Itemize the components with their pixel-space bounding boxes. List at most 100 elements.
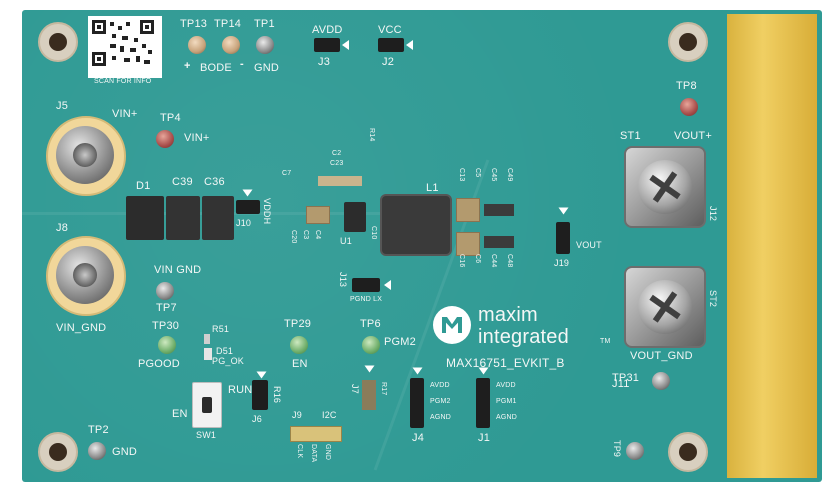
- label-l1: L1: [426, 182, 439, 194]
- label-tp4: TP4: [160, 112, 181, 124]
- test-point-tp29[interactable]: [290, 336, 308, 354]
- test-point-tp8[interactable]: [680, 98, 698, 116]
- test-point-tp2[interactable]: [88, 442, 106, 460]
- label-vin-plus-tp4: VIN+: [184, 132, 210, 144]
- test-point-tp1[interactable]: [256, 36, 274, 54]
- brand-line1: maxim: [478, 304, 538, 326]
- pin1-marker-icon: [242, 189, 253, 197]
- label-tp2: TP2: [88, 424, 109, 436]
- label-j2: J2: [382, 56, 395, 68]
- test-point-tp14[interactable]: [222, 36, 240, 54]
- header-j9[interactable]: [290, 426, 342, 442]
- test-point-tp7[interactable]: [156, 282, 174, 300]
- label-pgm2: PGM2: [384, 336, 416, 348]
- label-cap-c23: C23: [330, 160, 344, 167]
- header-j7[interactable]: [362, 380, 376, 410]
- label-cap-c45: C45: [490, 168, 497, 182]
- label-pgnd-lx: PGND LX: [350, 296, 383, 303]
- label-j5: J5: [56, 100, 69, 112]
- label-tp14: TP14: [214, 18, 242, 30]
- jumper-j10[interactable]: [236, 200, 260, 214]
- label-minus: -: [240, 58, 244, 70]
- brand-trademark: TM: [600, 338, 611, 345]
- pin1-marker-icon: [384, 280, 391, 290]
- header-j4[interactable]: [410, 378, 424, 428]
- label-r16: R16: [272, 386, 282, 404]
- inductor-l1: [380, 194, 452, 256]
- jumper-j13[interactable]: [352, 278, 380, 292]
- jumper-j19[interactable]: [556, 222, 570, 254]
- label-vddh: VDDH: [262, 198, 272, 225]
- maxim-logo-icon: [433, 306, 471, 344]
- label-j4-pin-pgm2: PGM2: [430, 398, 451, 405]
- slide-switch-sw1[interactable]: [192, 382, 222, 428]
- label-j12: J12: [708, 206, 718, 222]
- label-tp29: TP29: [284, 318, 312, 330]
- test-point-tp4[interactable]: [156, 130, 174, 148]
- board-model-label: MAX16751_EVKIT_B: [446, 356, 565, 370]
- switch-knob: [202, 397, 212, 413]
- brand-line2: integrated: [478, 326, 569, 348]
- label-j9-pin-gnd: GND: [324, 444, 331, 461]
- label-gnd-tp2: GND: [112, 446, 138, 458]
- label-j4: J4: [412, 432, 425, 444]
- label-vin-gnd-tp7: VIN GND: [154, 264, 202, 276]
- label-tp7: TP7: [156, 302, 177, 314]
- label-cap-c6: C6: [474, 254, 481, 264]
- label-j3: J3: [318, 56, 331, 68]
- label-j8: J8: [56, 222, 69, 234]
- label-bode: BODE: [200, 62, 232, 74]
- label-j19: J19: [554, 258, 570, 268]
- test-point-tp6[interactable]: [362, 336, 380, 354]
- smd-cap-array-top: [484, 204, 514, 216]
- mounting-hole-bottom-right: [668, 432, 708, 472]
- jumper-j2[interactable]: [378, 38, 404, 52]
- jumper-j3[interactable]: [314, 38, 340, 52]
- label-cap-c44: C44: [490, 254, 497, 268]
- gold-edge-connector: [727, 14, 817, 478]
- test-point-tp13[interactable]: [188, 36, 206, 54]
- header-j1[interactable]: [476, 378, 490, 428]
- label-st2: ST2: [708, 290, 718, 308]
- label-i2c: I2C: [322, 410, 337, 420]
- test-point-tp31[interactable]: [652, 372, 670, 390]
- label-j13: J13: [338, 272, 348, 288]
- label-cap-c2: C2: [332, 150, 342, 157]
- label-tp6: TP6: [360, 318, 381, 330]
- label-c39: C39: [172, 176, 193, 188]
- jumper-j6[interactable]: [252, 380, 268, 410]
- label-pg-ok: PG_OK: [212, 356, 245, 366]
- label-plus: +: [184, 60, 191, 72]
- label-st1: ST1: [620, 130, 641, 142]
- qr-code: [88, 16, 162, 78]
- banana-jack-j5[interactable]: [46, 116, 126, 196]
- label-cap-c3: C3: [302, 230, 309, 240]
- label-u1: U1: [340, 236, 352, 246]
- label-vout-gnd: VOUT_GND: [630, 350, 693, 362]
- ic-u1: [344, 202, 366, 232]
- test-point-tp30[interactable]: [158, 336, 176, 354]
- label-cap-c20: C20: [290, 230, 297, 244]
- label-j4-pin-avdd: AVDD: [430, 382, 450, 389]
- terminal-post-st1[interactable]: [624, 146, 706, 228]
- label-j9-pin-clk: CLK: [296, 444, 303, 459]
- terminal-post-st2[interactable]: [624, 266, 706, 348]
- label-tp31: TP31: [612, 372, 640, 384]
- mounting-hole-bottom-left: [38, 432, 78, 472]
- capacitor-c16: [456, 232, 480, 256]
- qr-caption: SCAN FOR INFO: [94, 78, 152, 85]
- label-j4-pin-agnd: AGND: [430, 414, 452, 421]
- test-point-tp9[interactable]: [626, 442, 644, 460]
- label-vcc: VCC: [378, 24, 402, 36]
- label-cap-r14: R14: [368, 128, 375, 142]
- label-tp9: TP9: [612, 440, 622, 458]
- pin1-marker-icon: [406, 40, 413, 50]
- label-run: RUN: [228, 384, 253, 396]
- label-cap-c49: C49: [506, 168, 513, 182]
- diode-d1: [126, 196, 164, 240]
- label-cap-c10: C10: [370, 226, 377, 240]
- mounting-hole-top-left: [38, 22, 78, 62]
- banana-jack-j8[interactable]: [46, 236, 126, 316]
- capacitor-c3: [306, 206, 330, 224]
- label-tp8: TP8: [676, 80, 697, 92]
